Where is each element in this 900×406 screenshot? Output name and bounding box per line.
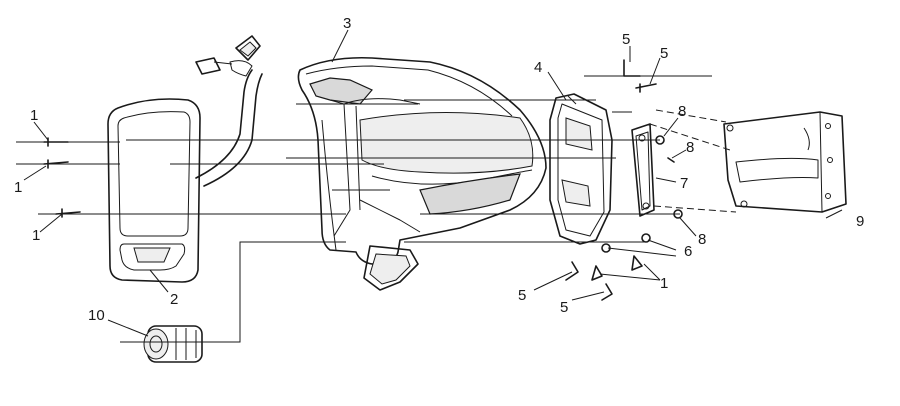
callout-1-top: 1 [30, 107, 38, 124]
front-fairing-part [297, 56, 547, 291]
callout-5-bottom-left: 5 [518, 287, 526, 304]
headlight-lens-part [107, 98, 201, 283]
callout-7: 7 [680, 175, 688, 192]
dashed-guide-lines [649, 109, 737, 213]
callout-labels: 1 1 1 1 2 3 4 5 5 5 5 6 7 8 8 8 9 10 [14, 15, 864, 324]
callout-2: 2 [170, 291, 178, 308]
callout-8-lower: 8 [698, 231, 706, 248]
callout-5-bottom: 5 [560, 299, 568, 316]
callout-pointers [23, 29, 843, 337]
callout-1-lower: 1 [32, 227, 40, 244]
callout-9: 9 [856, 213, 864, 230]
bulb-socket-stalk [195, 35, 263, 187]
callout-8-top: 8 [678, 103, 686, 120]
bulb-part [143, 325, 203, 363]
callout-3: 3 [343, 15, 351, 32]
callout-5-top-right: 5 [660, 45, 668, 62]
callout-8-middle: 8 [686, 139, 694, 156]
callout-1-right: 1 [660, 275, 668, 292]
mounting-plate-part [549, 93, 613, 245]
small-bracket-part [631, 123, 655, 217]
callout-1-middle: 1 [14, 179, 22, 196]
callout-6: 6 [684, 243, 692, 260]
callout-10: 10 [88, 307, 105, 324]
side-bracket-part [723, 111, 847, 213]
callout-4: 4 [534, 59, 542, 76]
callout-5-top-left: 5 [622, 31, 630, 48]
leader-lines [16, 75, 712, 343]
